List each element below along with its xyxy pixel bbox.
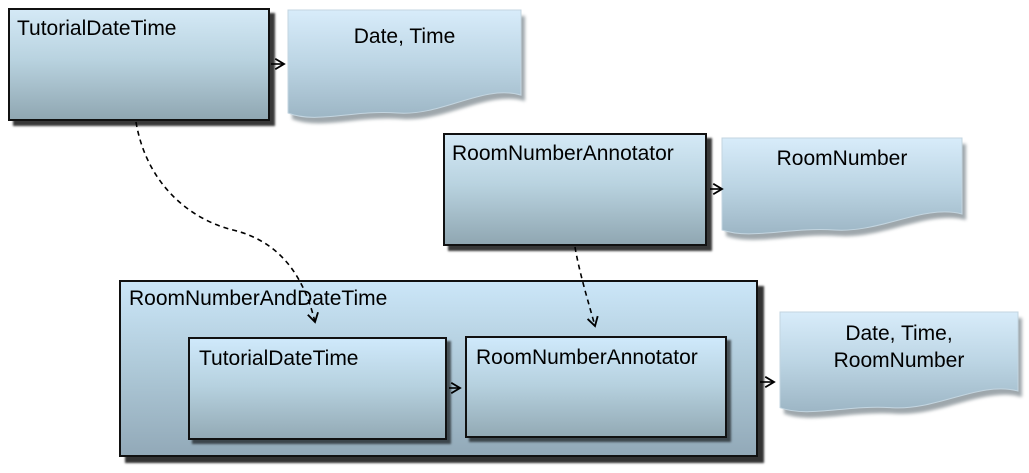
date-time-room-number-document xyxy=(779,311,1019,413)
aggregate-tutorial-datetime-box: TutorialDateTime xyxy=(188,337,447,440)
aggregate-room-number-annotator-label: RoomNumberAnnotator xyxy=(476,346,698,369)
room-number-document-shadow xyxy=(726,144,966,240)
aggregate-label: RoomNumberAndDateTime xyxy=(129,287,388,310)
date-time-document-shadow xyxy=(292,16,525,124)
tutorial-datetime-box: TutorialDateTime xyxy=(8,8,270,121)
tutorial-datetime-label: TutorialDateTime xyxy=(17,17,177,40)
date-time-document-label: Date, Time xyxy=(353,25,456,48)
room-number-annotator-box: RoomNumberAnnotator xyxy=(443,133,707,246)
aggregate-box: RoomNumberAndDateTime TutorialDateTime R… xyxy=(119,280,758,457)
date-time-document xyxy=(287,9,522,118)
room-number-document xyxy=(721,137,963,235)
date-time-room-number-document-shadow xyxy=(784,318,1022,418)
aggregate-room-number-annotator-box: RoomNumberAnnotator xyxy=(465,336,727,438)
room-number-document-label: RoomNumber xyxy=(776,147,908,170)
room-number-annotator-label: RoomNumberAnnotator xyxy=(452,142,674,165)
date-time-room-number-line2: RoomNumber xyxy=(833,349,965,372)
aggregate-tutorial-datetime-label: TutorialDateTime xyxy=(199,347,359,370)
date-time-room-number-document-label: Date, Time, RoomNumber xyxy=(780,320,1018,374)
date-time-room-number-line1: Date, Time, xyxy=(845,322,953,345)
